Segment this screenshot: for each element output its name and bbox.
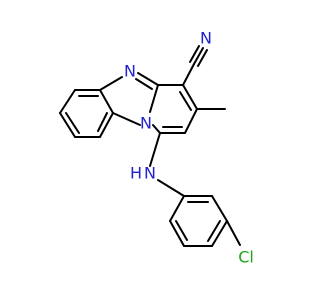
bond-nh-phenyl: [157, 179, 185, 197]
bond-benz-double-2: [65, 112, 80, 134]
bond-ph-double-3: [175, 220, 188, 241]
nitrile-group: [182, 45, 208, 86]
bond-imid-n-c-double: [135, 78, 153, 90]
structure-canvas: N N N N H Cl: [59, 29, 254, 267]
bond-c-nh: [149, 132, 161, 167]
bond-pyr-2: [182, 84, 198, 110]
benzene-ring: [59, 89, 114, 138]
bond-benz-2: [59, 89, 76, 114]
bridge-n-label: N: [140, 114, 152, 133]
bond-pyr-5: [152, 124, 161, 134]
bond-ph-double-2: [207, 220, 221, 242]
chlorophenyl-ring: [169, 195, 228, 247]
bond-benz-6: [99, 89, 114, 114]
bond-imid-n-c: [137, 72, 159, 86]
bond-benz-3: [59, 112, 76, 138]
bond-pyr-3: [184, 108, 198, 134]
amine-n-label: N: [144, 164, 156, 183]
bond-benz-5: [99, 112, 114, 138]
chlorine-label: Cl: [238, 248, 254, 267]
bond-cn-triple-3: [189, 45, 200, 63]
pyridine-ring: [152, 84, 198, 134]
bond-ph-2: [211, 195, 228, 222]
bond-ph-6: [169, 195, 185, 222]
imidazole-n-label: N: [124, 62, 136, 81]
bond-benz-imid-top: [99, 76, 123, 91]
bond-ph-3: [211, 220, 228, 247]
nitrile-n-label: N: [200, 29, 212, 48]
bond-cn-triple-1: [193, 47, 204, 65]
bond-c-cn: [182, 63, 195, 86]
bond-c-cl: [226, 220, 241, 246]
bond-ph-5: [169, 220, 185, 247]
bond-imid-c-nbridge: [149, 84, 159, 113]
amine-h-label: H: [130, 164, 142, 183]
molecule-structure: N N N N H Cl: [59, 29, 254, 267]
bond-cn-triple-2: [197, 49, 208, 67]
bond-benz-double-3: [97, 112, 108, 132]
amine-linkage: [149, 132, 185, 197]
imidazole-ring: [99, 72, 159, 126]
bond-nbridge-benz: [112, 112, 141, 126]
bond-pyr-2-double: [179, 91, 192, 111]
